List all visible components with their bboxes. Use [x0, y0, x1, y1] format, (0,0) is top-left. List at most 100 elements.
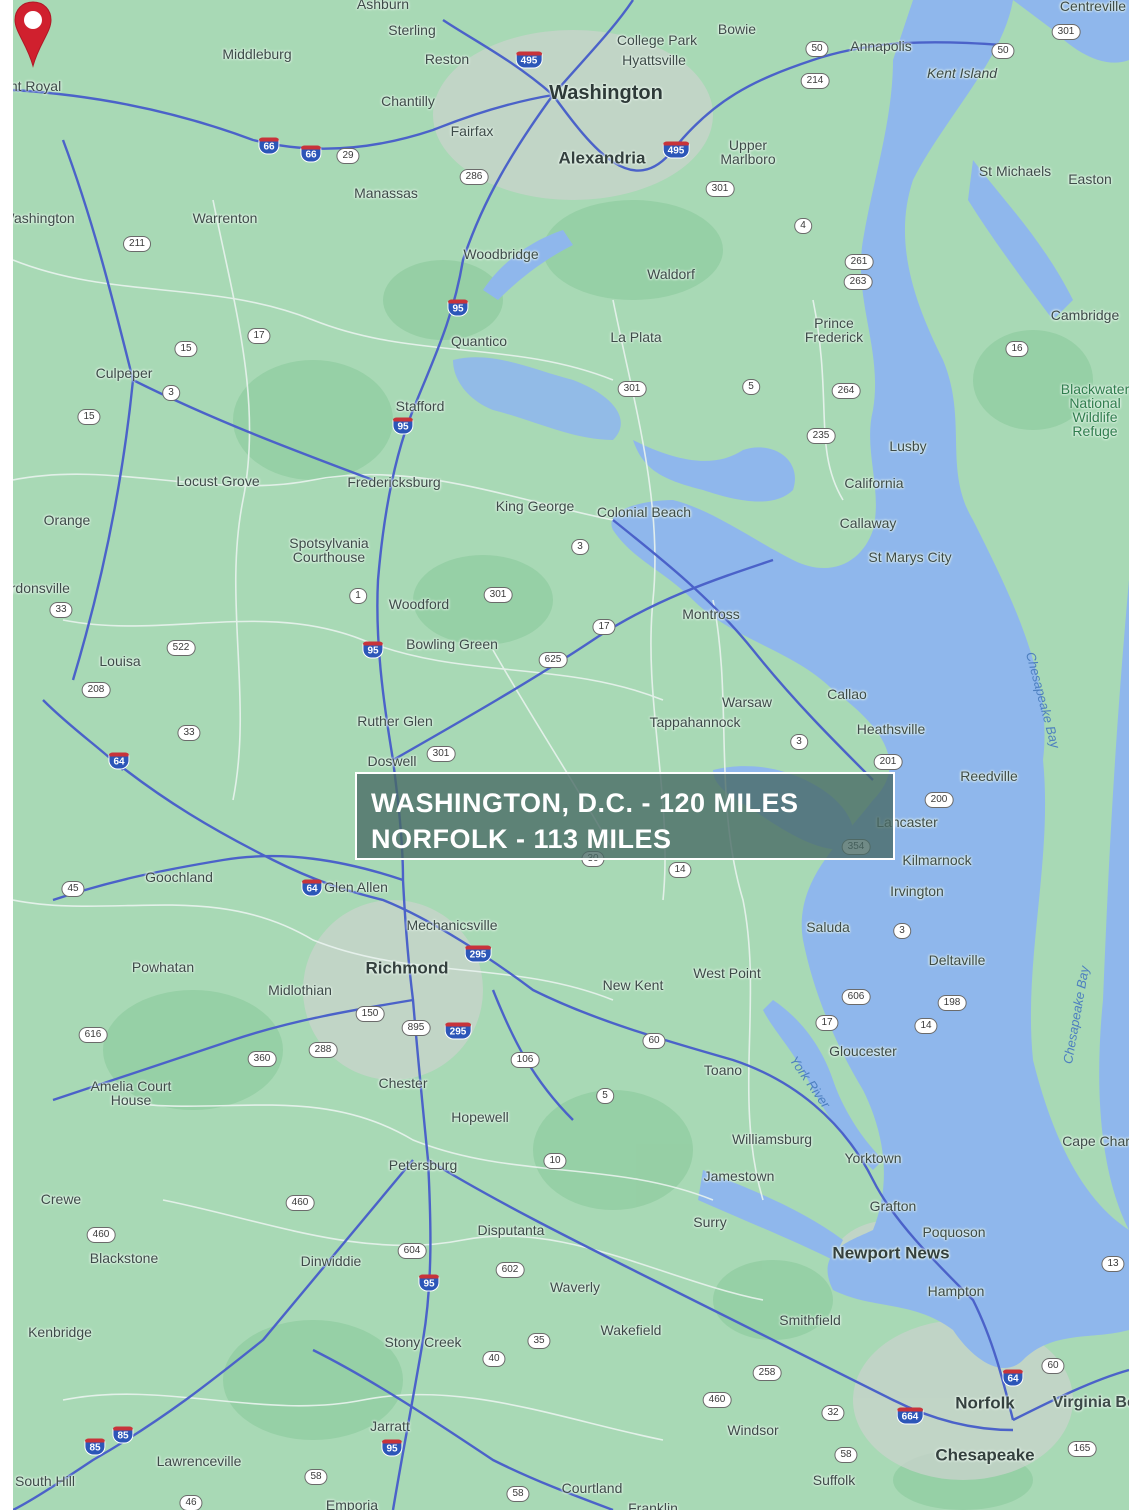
place-label[interactable]: Middleburg	[222, 46, 292, 62]
place-label[interactable]: Hampton	[927, 1283, 985, 1299]
place-label[interactable]: Courtland	[561, 1480, 623, 1496]
place-label[interactable]: Mechanicsville	[406, 917, 498, 933]
place-label[interactable]: Chantilly	[381, 93, 435, 109]
place-label[interactable]: College Park	[616, 32, 698, 48]
place-label[interactable]: Annapolis	[850, 38, 912, 54]
place-label[interactable]: Ruther Glen	[357, 713, 433, 729]
place-label[interactable]: Stafford	[395, 398, 445, 414]
place-label[interactable]: New Kent	[602, 977, 664, 993]
place-label[interactable]: Surry	[693, 1214, 727, 1230]
place-label[interactable]: Saluda	[806, 919, 850, 935]
place-label[interactable]: Goochland	[145, 869, 213, 885]
place-label[interactable]: St Marys City	[868, 549, 952, 565]
place-label[interactable]: Bowie	[717, 21, 757, 37]
place-label[interactable]: Franklin	[628, 1500, 678, 1510]
place-label[interactable]: Deltaville	[928, 952, 986, 968]
place-label[interactable]: South Hill	[15, 1473, 75, 1489]
place-label[interactable]: La Plata	[610, 329, 662, 345]
place-label[interactable]: Smithfield	[779, 1312, 841, 1328]
place-label[interactable]: Wakefield	[600, 1322, 662, 1338]
place-label[interactable]: Petersburg	[388, 1157, 458, 1173]
place-label[interactable]: Fredericksburg	[347, 474, 441, 490]
place-label[interactable]: Waverly	[549, 1279, 601, 1295]
place-label[interactable]: Midlothian	[268, 982, 332, 998]
place-label[interactable]: Lawrenceville	[156, 1453, 242, 1469]
place-label[interactable]: Spotsylvania Courthouse	[289, 535, 369, 565]
place-label[interactable]: Disputanta	[477, 1222, 545, 1238]
place-label[interactable]: Warsaw	[721, 694, 773, 710]
place-label[interactable]: Manassas	[354, 185, 418, 201]
place-label[interactable]: Dinwiddie	[300, 1253, 362, 1269]
place-label[interactable]: Callaway	[839, 515, 897, 531]
city-label-newport-news[interactable]: Newport News	[832, 1243, 950, 1263]
place-label[interactable]: Chester	[378, 1075, 428, 1091]
place-label[interactable]: Heathsville	[856, 721, 926, 737]
city-label-alexandria[interactable]: Alexandria	[558, 148, 646, 168]
place-label[interactable]: Waldorf	[647, 266, 695, 282]
city-label-richmond[interactable]: Richmond	[365, 958, 449, 978]
place-label[interactable]: Gloucester	[829, 1043, 897, 1059]
place-label[interactable]: Bowling Green	[406, 636, 498, 652]
place-label[interactable]: Fairfax	[450, 123, 494, 139]
place-label[interactable]: Sterling	[388, 22, 436, 38]
place-label[interactable]: Culpeper	[95, 365, 153, 381]
place-label[interactable]: West Point	[693, 965, 761, 981]
place-label[interactable]: Doswell	[367, 753, 417, 769]
place-label[interactable]: Grafton	[869, 1198, 917, 1214]
place-label[interactable]: Colonial Beach	[596, 504, 692, 520]
place-label[interactable]: Hopewell	[451, 1109, 509, 1125]
city-label-norfolk[interactable]: Norfolk	[955, 1393, 1015, 1413]
place-label[interactable]: Front Royal	[13, 78, 62, 94]
city-label-chesapeake[interactable]: Chesapeake	[935, 1445, 1035, 1465]
place-label[interactable]: Montross	[682, 606, 740, 622]
place-label[interactable]: Windsor	[727, 1422, 779, 1438]
place-label[interactable]: Powhatan	[131, 959, 195, 975]
place-label[interactable]: Centreville	[1059, 0, 1127, 14]
place-label[interactable]: Gordonsville	[13, 580, 70, 596]
place-label[interactable]: Orange	[43, 512, 91, 528]
place-label[interactable]: Tappahannock	[649, 714, 741, 730]
place-label[interactable]: Callao	[827, 686, 867, 702]
place-label[interactable]: St Michaels	[978, 163, 1052, 179]
place-label[interactable]: Blackstone	[89, 1250, 159, 1266]
place-label[interactable]: Kilmarnock	[902, 852, 972, 868]
map-canvas[interactable]: Washington Alexandria Richmond Newport N…	[13, 0, 1129, 1510]
place-label[interactable]: Emporia	[325, 1497, 379, 1510]
place-label[interactable]: Jamestown	[703, 1168, 775, 1184]
place-label[interactable]: King George	[495, 498, 575, 514]
place-label[interactable]: Yorktown	[844, 1150, 902, 1166]
place-label[interactable]: Amelia Court House	[90, 1078, 172, 1108]
place-label[interactable]: Woodford	[388, 596, 450, 612]
place-label[interactable]: Upper Marlboro	[720, 137, 776, 167]
city-label-washington[interactable]: Washington	[549, 82, 663, 104]
map-pin-icon[interactable]	[13, 0, 53, 70]
place-label[interactable]: Ashburn	[356, 0, 410, 12]
place-label[interactable]: Glen Allen	[324, 879, 388, 895]
place-label[interactable]: Cambridge	[1050, 307, 1120, 323]
place-label[interactable]: Poquoson	[922, 1224, 986, 1240]
place-label[interactable]: Kenbridge	[28, 1324, 92, 1340]
place-label[interactable]: Hyattsville	[622, 52, 686, 68]
place-label[interactable]: Woodbridge	[463, 246, 539, 262]
place-label[interactable]: Reston	[424, 51, 470, 67]
place-label[interactable]: Washington	[13, 210, 75, 226]
place-label[interactable]: Crewe	[40, 1191, 82, 1207]
place-label[interactable]: Toano	[703, 1062, 743, 1078]
place-label[interactable]: Locust Grove	[176, 473, 260, 489]
place-label[interactable]: Suffolk	[812, 1472, 856, 1488]
place-label[interactable]: Warrenton	[192, 210, 258, 226]
place-label[interactable]: Jarratt	[370, 1418, 410, 1434]
place-label[interactable]: Prince Frederick	[804, 315, 864, 345]
place-label[interactable]: Louisa	[99, 653, 141, 669]
place-label[interactable]: Reedville	[960, 768, 1018, 784]
place-label[interactable]: Williamsburg	[731, 1131, 813, 1147]
place-label[interactable]: Lusby	[889, 438, 927, 454]
park-label-blackwater[interactable]: Blackwater National Wildlife Refuge	[1060, 381, 1129, 439]
place-label[interactable]: Irvington	[890, 883, 944, 899]
place-label[interactable]: Kent Island	[926, 65, 998, 81]
place-label[interactable]: Easton	[1068, 171, 1112, 187]
place-label[interactable]: Stony Creek	[384, 1334, 462, 1350]
place-label[interactable]: California	[844, 475, 904, 491]
place-label[interactable]: Cape Charles	[1062, 1133, 1129, 1149]
place-label[interactable]: Quantico	[450, 333, 508, 349]
